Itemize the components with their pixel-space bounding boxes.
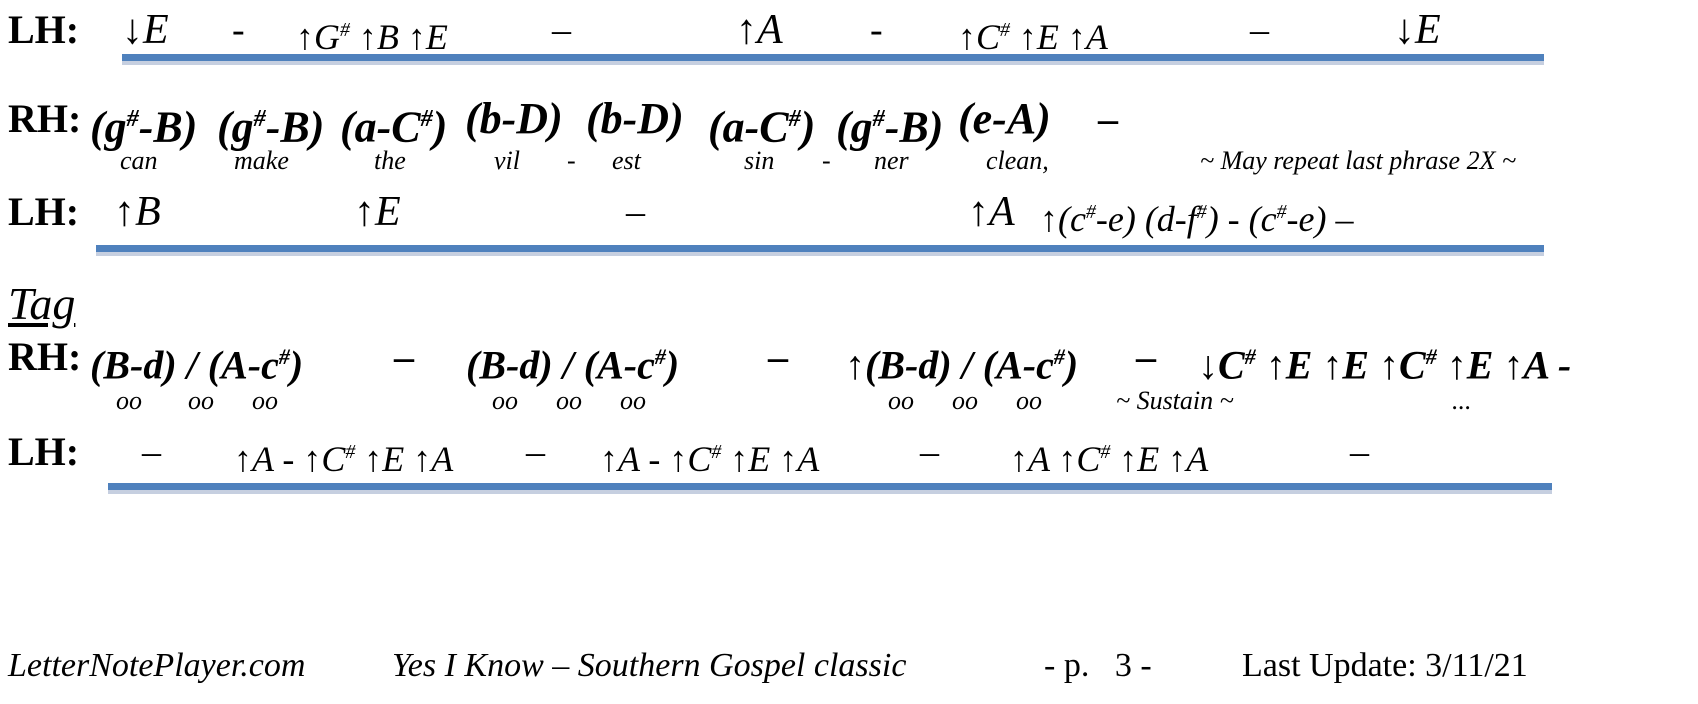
rh-chord: ↑(B-d) / (A-c#)	[845, 342, 1079, 388]
lyric-word: oo	[888, 386, 914, 415]
lh-dash: –	[142, 431, 161, 473]
lh-dash: –	[1350, 431, 1369, 473]
footer-last-update: Last Update: 3/11/21	[1242, 647, 1528, 684]
lh-dash: -	[232, 9, 245, 51]
footer-site: LetterNotePlayer.com	[8, 647, 306, 684]
rh-chord: (e-A)	[958, 94, 1051, 143]
lyric-word: ner	[874, 146, 909, 175]
rh-line-1: RH: (g#-B) (g#-B) (a-C#) (b-D) (b-D) (a-…	[0, 93, 1698, 152]
rh-chord: (g#-B)	[90, 102, 198, 152]
lh-note: ↑G# ↑B ↑E	[296, 17, 448, 57]
lyric-word: oo	[116, 386, 142, 415]
lh-dash: –	[552, 9, 571, 51]
lh-line-2: LH: ↑B ↑E – ↑A ↑(c#-e) (d-f#) - (c#-e) –	[0, 186, 1698, 239]
lyric-word: oo	[188, 386, 214, 415]
lh-dash: –	[526, 431, 545, 473]
lh-interval-run: ↑(c#-e) (d-f#) - (c#-e) –	[1040, 199, 1354, 239]
rh-dash: –	[1098, 96, 1118, 141]
lh-note: ↑E	[354, 189, 401, 235]
rh-line-2: RH: (B-d) / (A-c#) – (B-d) / (A-c#) – ↑(…	[0, 331, 1698, 387]
lyric-word: oo	[492, 386, 518, 415]
hand-label-lh: LH:	[8, 7, 80, 52]
repeat-note: ~ May repeat last phrase 2X ~	[1200, 146, 1517, 175]
lyric-word: est	[612, 146, 641, 175]
section-title-tag: Tag	[8, 278, 76, 329]
lh-note: ↓E	[122, 7, 169, 53]
lyric-word: make	[234, 146, 289, 175]
lyric-word: -	[567, 146, 576, 175]
lh-note: ↑B	[114, 189, 161, 235]
lyric-word: oo	[1016, 386, 1042, 415]
lh-dash: –	[920, 431, 939, 473]
staff-rule-3	[108, 483, 1552, 490]
rh-note-run: ↓C# ↑E ↑E ↑C# ↑E ↑A -	[1198, 342, 1572, 388]
hand-label-lh: LH:	[8, 189, 80, 234]
rh-chord: (a-C#)	[708, 102, 816, 152]
lh-dash: –	[626, 191, 645, 233]
lh-note-run: ↑A - ↑C# ↑E ↑A	[600, 439, 820, 479]
lh-dash: -	[870, 9, 883, 51]
lh-note-run: ↑A ↑C# ↑E ↑A	[1010, 439, 1209, 479]
lh-note: ↑C# ↑E ↑A	[958, 17, 1108, 57]
rh-chord: (g#-B)	[836, 102, 944, 152]
rh-chord: (a-C#)	[340, 102, 448, 152]
staff-rule-2	[96, 245, 1544, 252]
lh-note-run: ↑A - ↑C# ↑E ↑A	[234, 439, 454, 479]
lyric-word: oo	[620, 386, 646, 415]
continuation-ellipsis: ...	[1452, 386, 1472, 415]
lyric-word: oo	[952, 386, 978, 415]
lyric-word: vil	[494, 146, 520, 175]
rh-chord: (b-D)	[465, 94, 563, 143]
footer-song-title: Yes I Know – Southern Gospel classic	[392, 647, 907, 684]
rh-chord: (B-d) / (A-c#)	[466, 342, 680, 388]
rh-dash: –	[768, 334, 788, 379]
lh-dash: –	[1250, 9, 1269, 51]
rh-chord: (B-d) / (A-c#)	[90, 342, 304, 388]
lyric-word: oo	[556, 386, 582, 415]
sustain-note: ~ Sustain ~	[1116, 386, 1234, 415]
lh-line-1: LH: ↓E - ↑G# ↑B ↑E – ↑A - ↑C# ↑E ↑A – ↓E	[0, 4, 1698, 57]
lyric-word: oo	[252, 386, 278, 415]
lh-note: ↓E	[1394, 7, 1441, 53]
staff-rule-1	[122, 54, 1544, 61]
lyric-word: clean,	[986, 146, 1049, 175]
lyric-word: -	[822, 146, 831, 175]
hand-label-rh: RH:	[8, 96, 82, 141]
rh-chord: (b-D)	[586, 94, 684, 143]
lh-note: ↑A	[736, 7, 783, 53]
lh-note: ↑A	[968, 189, 1015, 235]
rh-dash: –	[394, 334, 414, 379]
rh-dash: –	[1136, 334, 1156, 379]
lh-line-3: LH: – ↑A - ↑C# ↑E ↑A – ↑A - ↑C# ↑E ↑A – …	[0, 426, 1698, 479]
hand-label-rh: RH:	[8, 334, 82, 379]
lyric-word: the	[374, 146, 406, 175]
lyrics-line-1: can make the vil - est sin - ner clean, …	[0, 146, 1698, 176]
lyric-word: sin	[744, 146, 775, 175]
lyric-word: can	[120, 146, 158, 175]
lyrics-line-2: oo oo oo oo oo oo oo oo oo ~ Sustain ~ .…	[0, 386, 1698, 416]
rh-chord: (g#-B)	[217, 102, 325, 152]
hand-label-lh: LH:	[8, 429, 80, 474]
footer-page-number: - p. 3 -	[1044, 647, 1152, 684]
